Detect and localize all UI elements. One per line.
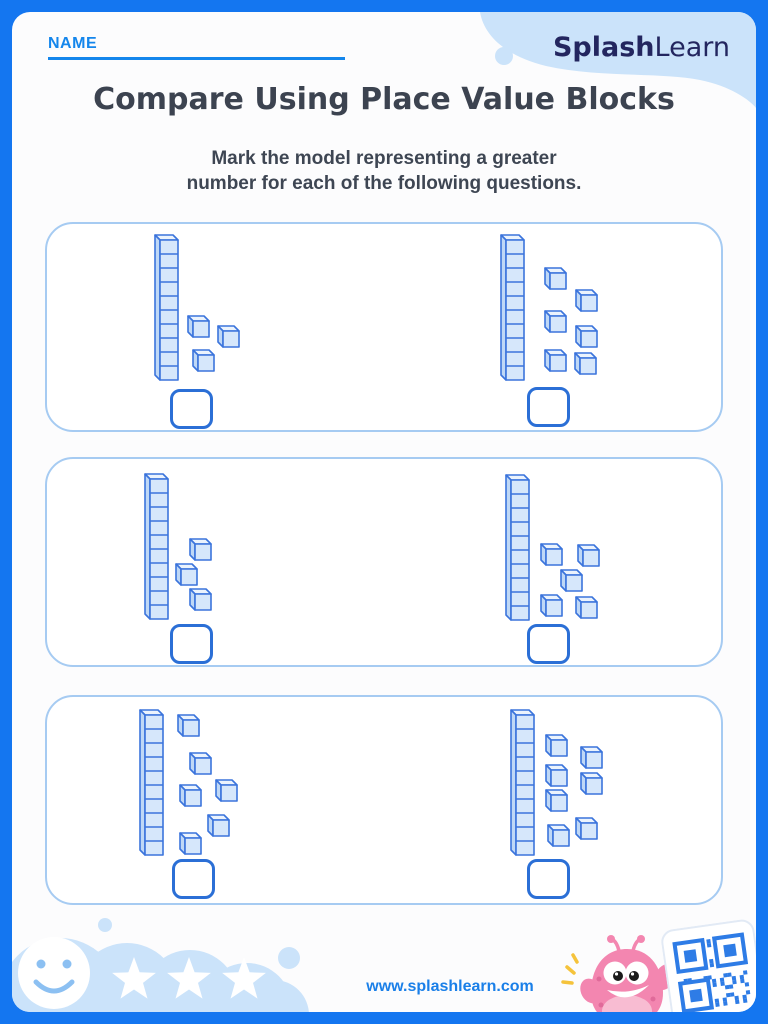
star-icon [222, 957, 266, 999]
ones-cube [575, 596, 598, 619]
page-title: Compare Using Place Value Blocks [93, 82, 675, 117]
answer-checkbox-q2-left[interactable] [170, 624, 213, 664]
question-box-1 [45, 222, 723, 432]
header-blob-decoration [480, 12, 756, 108]
ones-cube [540, 543, 563, 566]
ones-cube [179, 784, 202, 807]
instructions-line2: number for each of the following questio… [186, 173, 582, 194]
tens-rod [505, 474, 530, 621]
answer-checkbox-q3-left[interactable] [172, 859, 215, 899]
ones-cube [575, 817, 598, 840]
ones-cube [560, 569, 583, 592]
worksheet-page: NAME SplashLearn Compare Using Place Val… [12, 12, 756, 1012]
tens-rod [144, 473, 169, 620]
tens-rod [154, 234, 179, 381]
question-box-2 [45, 457, 723, 667]
ones-cube [545, 734, 568, 757]
ones-cube [545, 764, 568, 787]
instructions: Mark the model representing a greater nu… [12, 146, 756, 196]
logo-learn: Learn [654, 32, 730, 63]
ones-cube [575, 325, 598, 348]
ones-cube [544, 349, 567, 372]
cloud-dot [278, 947, 300, 969]
answer-checkbox-q1-right[interactable] [527, 387, 570, 427]
ones-cube [580, 772, 603, 795]
answer-checkbox-q2-right[interactable] [527, 624, 570, 664]
question-box-3 [45, 695, 723, 905]
tens-rod [500, 234, 525, 381]
ones-cube [580, 746, 603, 769]
questions-area [45, 222, 723, 905]
splashlearn-logo: SplashLearn [553, 32, 730, 63]
ones-cube [574, 352, 597, 375]
ones-cube [575, 289, 598, 312]
ones-cube [179, 832, 202, 855]
tens-rod [510, 709, 535, 856]
ones-cube [544, 310, 567, 333]
ones-cube [545, 789, 568, 812]
ones-cube [547, 824, 570, 847]
star-icon [112, 957, 156, 999]
ones-cube [192, 349, 215, 372]
logo-splash: Splash [552, 32, 655, 63]
ones-cube [177, 714, 200, 737]
tens-rod [139, 709, 164, 856]
answer-checkbox-q1-left[interactable] [170, 389, 213, 429]
ones-cube [207, 814, 230, 837]
star-icon [167, 957, 211, 999]
name-write-line [48, 57, 345, 60]
blob-dot [495, 47, 513, 65]
answer-checkbox-q3-right[interactable] [527, 859, 570, 899]
ones-cube [175, 563, 198, 586]
ones-cube [189, 752, 212, 775]
ones-cube [215, 779, 238, 802]
ones-cube [544, 267, 567, 290]
footer-url: www.splashlearn.com [366, 978, 534, 995]
qr-code [660, 918, 756, 1012]
smiley-icon [18, 937, 90, 1009]
ones-cube [189, 538, 212, 561]
star-icons [112, 957, 266, 999]
cloud-dot-small [98, 918, 112, 932]
ones-cube [540, 594, 563, 617]
ones-cube [577, 544, 600, 567]
ones-cube [187, 315, 210, 338]
ones-cube [189, 588, 212, 611]
ones-cube [217, 325, 240, 348]
footer-cloud-decoration [12, 918, 309, 1012]
name-label: NAME [48, 35, 98, 52]
instructions-line1: Mark the model representing a greater [211, 148, 557, 169]
sparkle-icon [561, 953, 579, 985]
